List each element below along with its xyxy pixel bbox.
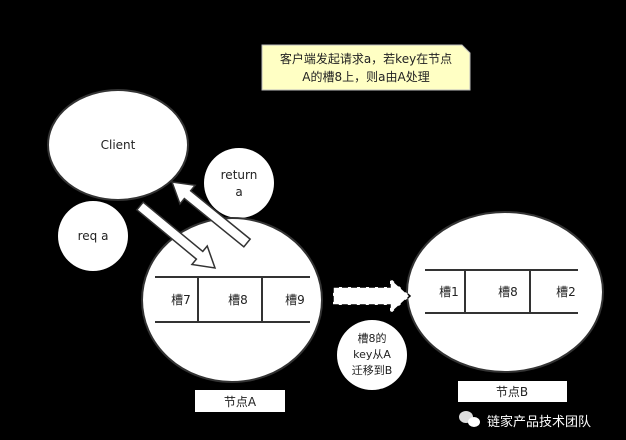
migrate-bubble [337, 320, 407, 390]
return-arrow [170, 181, 252, 248]
node-a-label: 节点A [224, 395, 257, 409]
watermark-text: 链家产品技术团队 [487, 414, 591, 430]
migrate-line-3: 迁移到B [352, 364, 393, 377]
node-a-slot-table [155, 276, 310, 323]
wechat-icon [459, 411, 480, 427]
node-b-slot: 槽8 [498, 285, 518, 299]
client-ellipse [47, 89, 189, 201]
migrate-line-2: key从A [353, 348, 391, 361]
return-bubble [204, 148, 274, 218]
client-label: Client [101, 138, 136, 152]
node-a-slot: 槽9 [285, 293, 305, 307]
req-label: req a [78, 229, 109, 243]
node-a-slot: 槽7 [171, 293, 191, 307]
node-b-ellipse [406, 211, 604, 373]
note: 客户端发起请求a，若key在节点 A的槽8上，则a由A处理 [261, 44, 471, 91]
request-arrow [135, 201, 217, 269]
req-bubble [58, 201, 128, 271]
node-b-slot: 槽2 [556, 285, 576, 299]
node-a-slot: 槽8 [228, 293, 248, 307]
return-line-2: a [235, 185, 242, 199]
node-b-slot: 槽1 [439, 285, 459, 299]
return-line-1: return [221, 168, 258, 182]
migrate-arrow [332, 276, 412, 316]
migrate-line-1: 槽8的 [358, 331, 387, 345]
node-b-label: 节点B [496, 385, 528, 399]
node-b-label-box [458, 381, 567, 402]
node-b-slot-table [425, 269, 578, 314]
node-a-label-box [195, 390, 285, 412]
note-line-2: A的槽8上，则a由A处理 [302, 69, 429, 84]
node-a-ellipse [141, 217, 323, 383]
note-line-1: 客户端发起请求a，若key在节点 [280, 51, 452, 66]
